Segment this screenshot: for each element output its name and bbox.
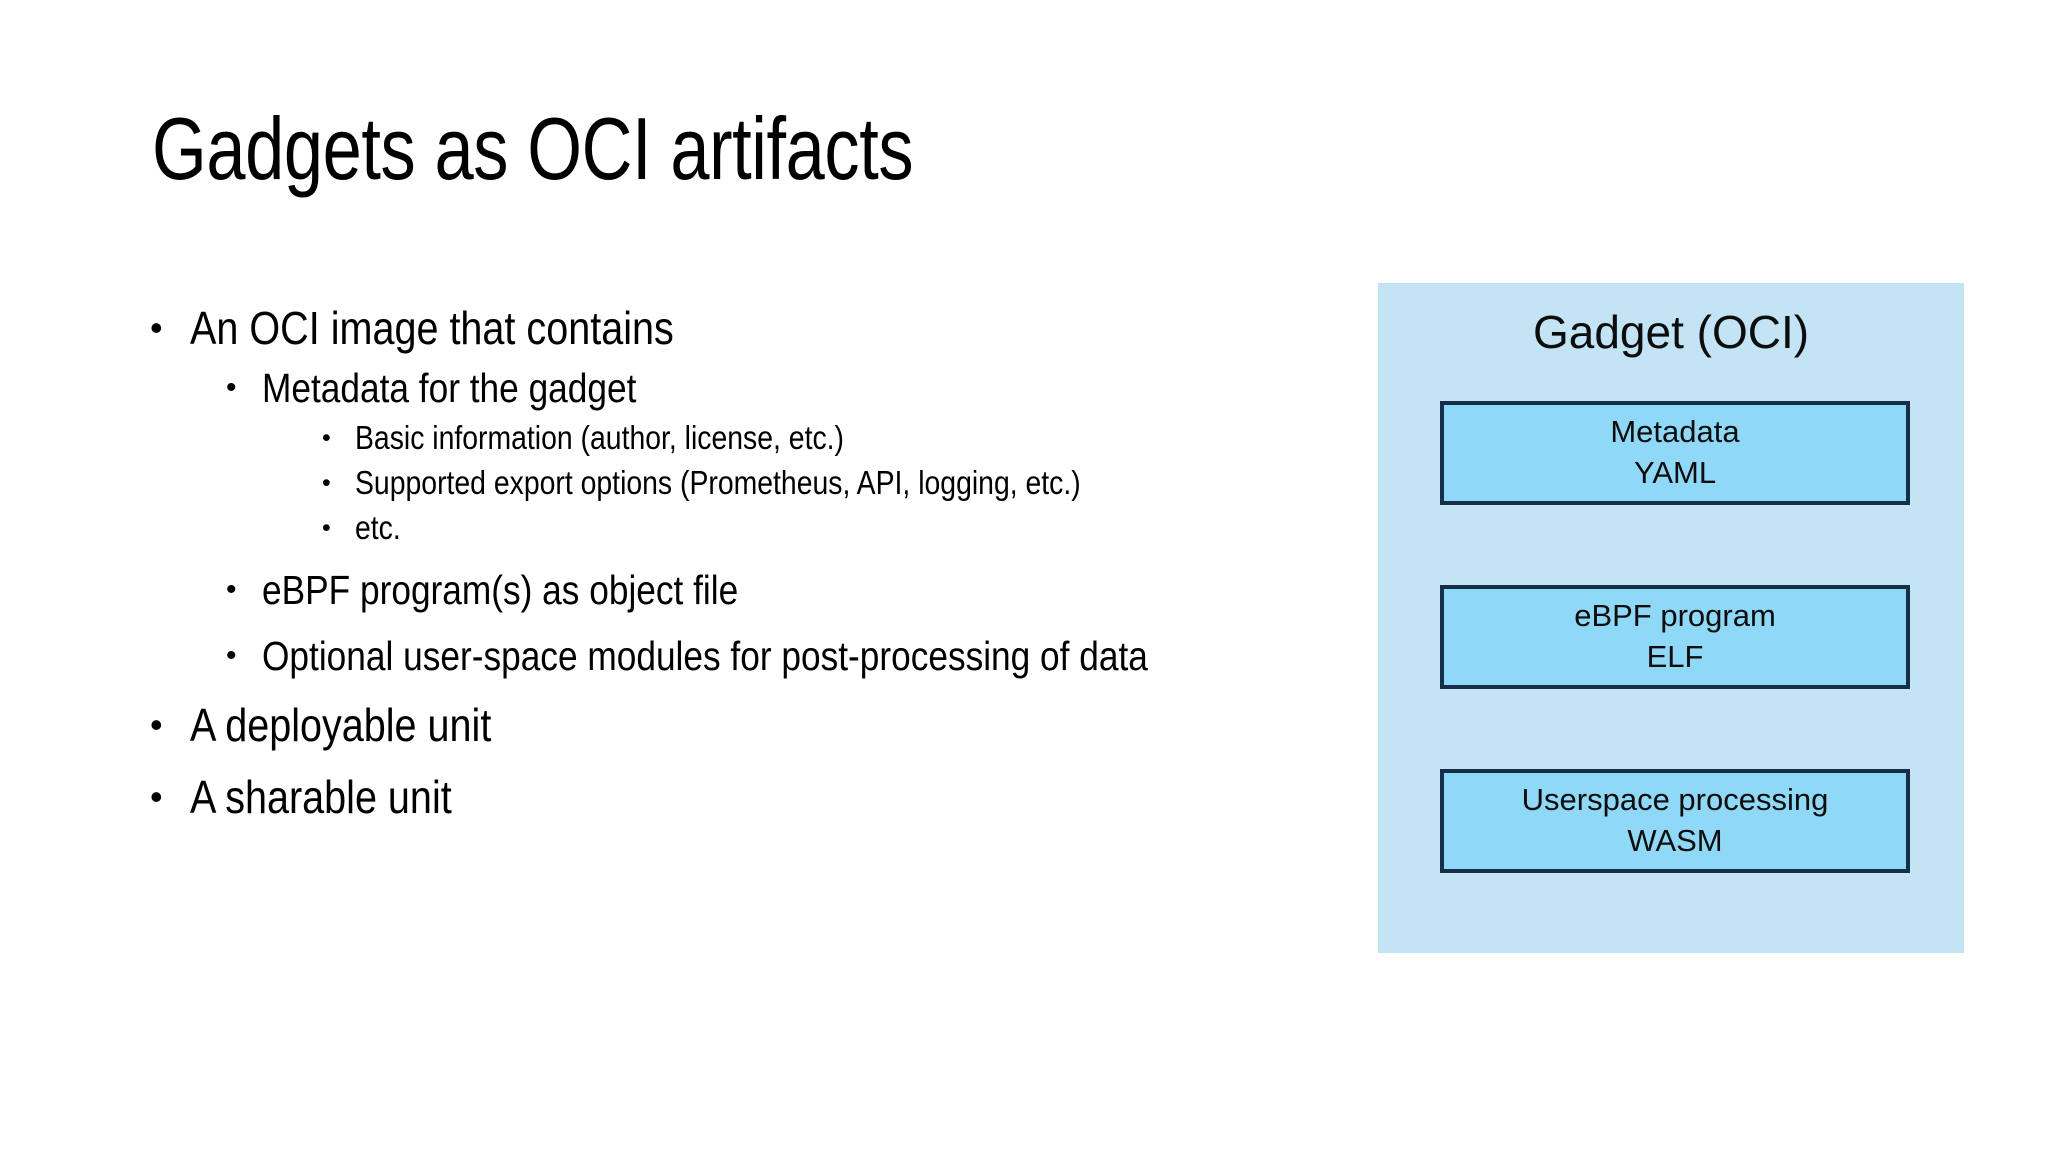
list-item: • Metadata for the gadget bbox=[226, 363, 1350, 413]
bullet-marker: • bbox=[226, 638, 237, 672]
diagram-layer-ebpf-program: eBPF program ELF bbox=[1440, 585, 1910, 689]
layer-format: WASM bbox=[1627, 823, 1723, 858]
list-item-label: Basic information (author, license, etc.… bbox=[355, 419, 844, 457]
bullet-marker: • bbox=[150, 775, 163, 817]
gadget-oci-diagram: Gadget (OCI) Metadata YAML eBPF program … bbox=[1378, 283, 1964, 953]
list-item: • etc. bbox=[322, 508, 1350, 549]
layer-name: Metadata bbox=[1610, 414, 1740, 450]
layer-format: YAML bbox=[1633, 455, 1717, 490]
layer-name: Userspace processing bbox=[1521, 782, 1829, 818]
list-item-label: Metadata for the gadget bbox=[262, 365, 637, 412]
list-item-label: eBPF program(s) as object file bbox=[262, 566, 739, 613]
bullet-marker: • bbox=[226, 371, 237, 405]
list-item-label: An OCI image that contains bbox=[190, 302, 674, 354]
bullet-list: • An OCI image that contains • Metadata … bbox=[150, 300, 1350, 832]
bullet-marker: • bbox=[150, 307, 163, 348]
list-item: • A deployable unit bbox=[150, 697, 1350, 753]
list-item: • An OCI image that contains bbox=[150, 300, 1350, 356]
list-item: • Supported export options (Prometheus, … bbox=[322, 463, 1350, 504]
bullet-marker: • bbox=[322, 513, 331, 542]
list-item: • Optional user-space modules for post-p… bbox=[226, 631, 1350, 681]
bullet-marker: • bbox=[322, 469, 331, 498]
diagram-title: Gadget (OCI) bbox=[1532, 306, 1810, 358]
bullet-marker: • bbox=[150, 703, 163, 745]
list-item-label: etc. bbox=[355, 508, 401, 546]
layer-format: ELF bbox=[1646, 639, 1704, 674]
list-item-label: A sharable unit bbox=[190, 770, 452, 823]
bullet-marker: • bbox=[226, 572, 237, 606]
diagram-layer-userspace-processing: Userspace processing WASM bbox=[1440, 769, 1910, 873]
list-item: • A sharable unit bbox=[150, 769, 1350, 825]
diagram-layer-metadata: Metadata YAML bbox=[1440, 401, 1910, 505]
list-item-label: Optional user-space modules for post-pro… bbox=[262, 632, 1148, 679]
list-item-label: Supported export options (Prometheus, AP… bbox=[355, 464, 1081, 502]
list-item: • Basic information (author, license, et… bbox=[322, 418, 1350, 459]
bullet-marker: • bbox=[322, 424, 331, 453]
list-item: • eBPF program(s) as object file bbox=[226, 565, 1350, 615]
page-title: Gadgets as OCI artifacts bbox=[152, 99, 914, 198]
list-item-label: A deployable unit bbox=[190, 698, 492, 751]
layer-name: eBPF program bbox=[1574, 598, 1776, 634]
